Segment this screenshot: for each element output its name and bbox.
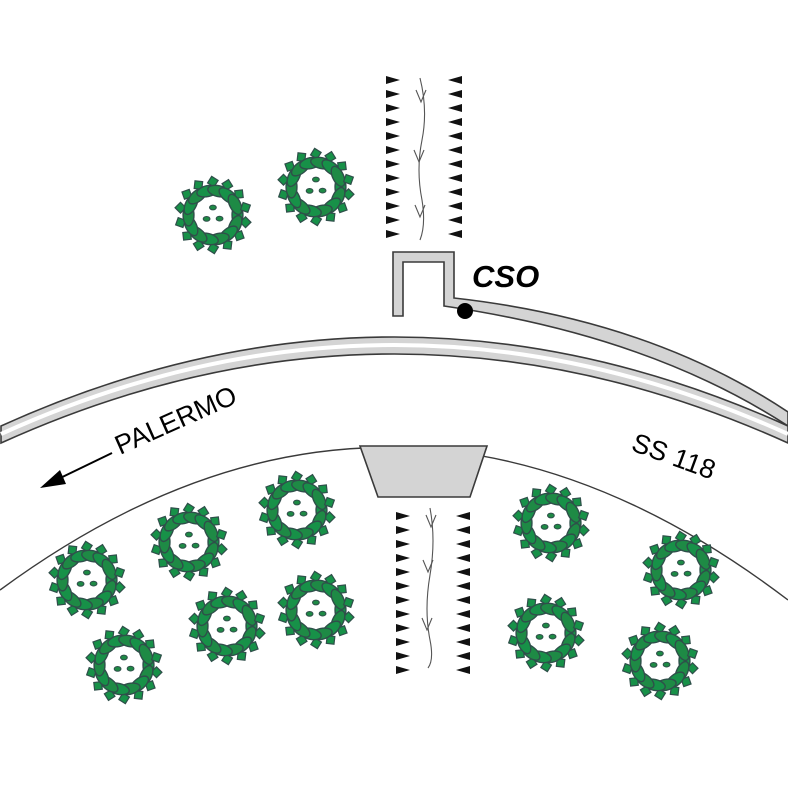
tree-crown-icon [150,502,228,582]
bank-tick [386,76,400,84]
bank-tick [448,118,462,126]
tree-crown-icon [621,621,699,701]
bank-tick [448,230,462,238]
tree-crown-icon [48,540,126,620]
lower-bank-right [456,512,470,674]
upper-flow-arrow-2 [413,149,425,164]
bank-tick [386,216,400,224]
upper-flow-line [418,77,426,241]
tree-crown-icon [85,625,163,705]
tree-crown-icon [642,530,720,610]
bank-tick [448,188,462,196]
bank-tick [386,174,400,182]
lower-flow-arrow-2 [422,559,434,574]
trees [48,147,720,705]
bank-tick [456,666,470,674]
lower-stream [396,507,470,674]
bank-tick [448,76,462,84]
tree-crown-icon [507,593,585,673]
upper-stream [386,76,462,241]
bank-tick [386,90,400,98]
bank-tick [396,582,410,590]
bank-tick [456,596,470,604]
culvert-outlet [358,445,489,498]
bank-tick [386,230,400,238]
lower-flow-line [426,507,434,669]
bank-tick [456,610,470,618]
bank-tick [456,568,470,576]
bank-tick [396,624,410,632]
bank-tick [448,174,462,182]
bank-tick [456,554,470,562]
upper-bank-left [386,76,400,238]
lower-bank-left [396,512,410,674]
lower-flow-arrow-3 [421,617,433,632]
station-label: CSO [472,259,539,294]
bank-tick [456,624,470,632]
bank-tick [448,132,462,140]
bank-tick [456,582,470,590]
bank-tick [456,540,470,548]
bank-tick [386,132,400,140]
bank-tick [448,90,462,98]
tree-crown-icon [277,147,355,227]
tree-crown-icon [174,175,252,255]
bank-tick [448,104,462,112]
bank-tick [386,146,400,154]
upper-flow-arrow-3 [414,204,426,219]
bank-tick [456,638,470,646]
tree-crown-icon [277,570,355,650]
road-label: SS 118 [628,427,720,485]
bank-tick [396,526,410,534]
bank-tick [448,146,462,154]
road-centre-stripe [0,343,788,436]
bank-tick [456,652,470,660]
bank-tick [456,526,470,534]
direction-arrow-icon [40,452,113,488]
branch-channel-band [392,251,788,427]
bank-tick [386,104,400,112]
bank-tick [396,596,410,604]
bank-tick [386,160,400,168]
bank-tick [448,216,462,224]
bank-tick [396,652,410,660]
station-dot-icon[interactable] [457,303,473,319]
tree-crown-icon [512,483,590,563]
bank-tick [396,610,410,618]
tree-crown-icon [258,470,336,550]
bank-tick [386,118,400,126]
tree-crown-icon [188,586,266,666]
bank-tick [396,554,410,562]
road-ss118 [0,336,788,445]
lower-flow-arrow-1 [425,514,437,529]
bank-tick [386,202,400,210]
upper-bank-right [448,76,462,238]
station-branch-channel [392,251,788,427]
bank-tick [396,666,410,674]
bank-tick [456,512,470,520]
bank-tick [396,568,410,576]
upper-flow-arrow-1 [415,89,427,104]
bank-tick [396,512,410,520]
bank-tick [448,160,462,168]
bank-tick [386,188,400,196]
bank-tick [396,638,410,646]
road-band [0,336,788,445]
bank-tick [396,540,410,548]
bank-tick [448,202,462,210]
